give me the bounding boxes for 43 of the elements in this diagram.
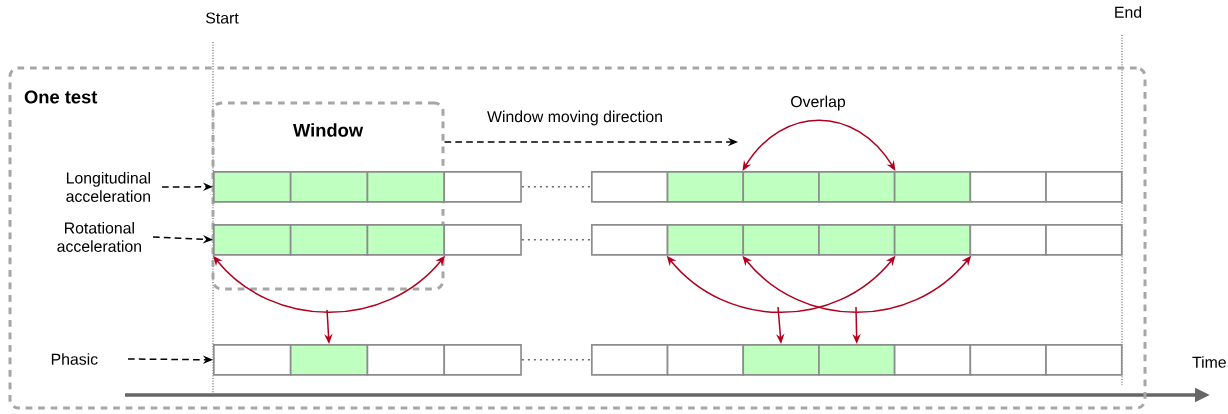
time-cell	[366, 344, 446, 376]
edge-label: Window moving direction	[487, 110, 662, 126]
time-cell	[213, 344, 292, 376]
time-cell	[1045, 171, 1123, 203]
time-cell	[366, 224, 446, 256]
time-cell	[289, 344, 369, 376]
signal-label: Longitudinal acceleration	[66, 172, 150, 202]
time-cell	[818, 171, 896, 203]
time-cell	[1045, 344, 1123, 376]
time-cell	[443, 224, 522, 256]
time-cell	[213, 171, 292, 203]
time-cell	[666, 344, 745, 376]
time-cell	[289, 171, 369, 203]
time-cell	[443, 171, 522, 203]
axis-label: Time	[1192, 356, 1226, 368]
signal-label: Rotational acceleration	[57, 222, 141, 252]
time-cell	[591, 344, 669, 376]
time-cell	[818, 344, 896, 376]
axis-label: Start	[206, 12, 239, 24]
time-cell	[289, 224, 369, 256]
window-box: Window	[211, 101, 445, 291]
arrow	[742, 119, 896, 171]
time-cell	[1045, 224, 1123, 256]
time-cell	[666, 224, 745, 256]
time-cell	[666, 171, 745, 203]
signal-label: Phasic	[51, 353, 98, 365]
time-cell	[366, 171, 446, 203]
time-cell	[591, 171, 669, 203]
time-cell	[893, 344, 972, 376]
time-cell	[893, 171, 972, 203]
time-cell	[742, 344, 820, 376]
time-cell	[213, 224, 292, 256]
time-cell	[969, 344, 1047, 376]
time-cell	[591, 224, 669, 256]
time-cell	[969, 224, 1047, 256]
axis-label: End	[1115, 6, 1142, 18]
time-cell	[818, 224, 896, 256]
edge-label: Overlap	[791, 95, 846, 111]
time-cell	[742, 224, 820, 256]
time-cell	[742, 171, 820, 203]
time-cell	[893, 224, 972, 256]
time-cell	[969, 171, 1047, 203]
time-cell	[443, 344, 522, 376]
